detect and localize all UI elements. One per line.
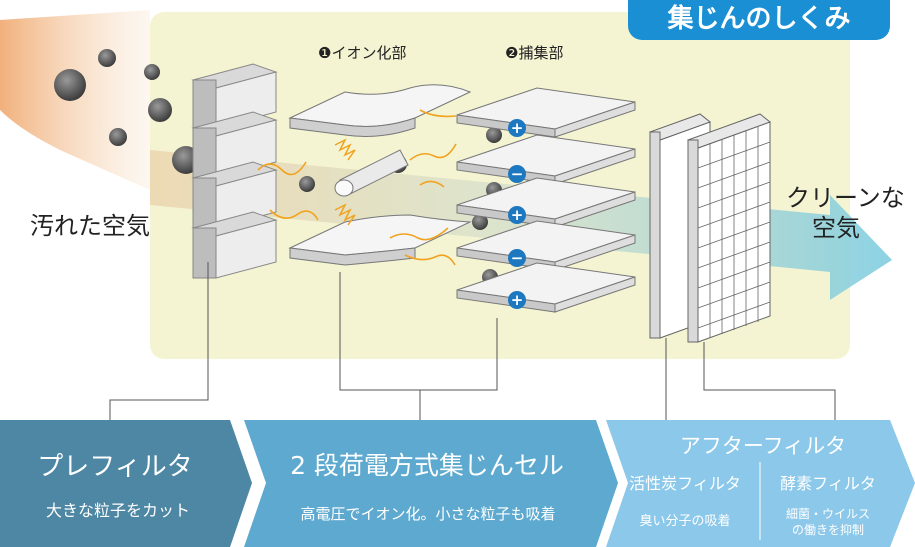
polarity-signs: + − + − + <box>508 119 526 309</box>
pre-filter <box>191 63 278 279</box>
leader-lines <box>109 262 836 422</box>
particle-path-arrows <box>257 109 457 266</box>
enzyme-filter-description-line2: の働きを抑制 <box>791 523 864 537</box>
plus-sign-icon: + <box>508 206 526 224</box>
svg-text:+: + <box>511 291 524 309</box>
pre-filter-block <box>191 111 278 179</box>
ionization-section <box>288 84 472 266</box>
clean-air-label-line2: 空気 <box>812 214 860 242</box>
carbon-filter-description: 臭い分子の吸着 <box>639 514 731 529</box>
svg-text:+: + <box>511 206 524 224</box>
collection-plate <box>456 262 636 313</box>
pre-filter-block <box>191 63 278 129</box>
collection-plate <box>456 87 636 138</box>
collection-stage-label: ❷捕集部 <box>505 44 564 62</box>
step-banner-collector-cell <box>244 420 618 547</box>
pre-filter-block <box>191 211 278 279</box>
enzyme-filter-block <box>686 113 772 343</box>
svg-text:+: + <box>511 119 524 137</box>
particle-path-arrow <box>404 254 456 266</box>
ionizer-wire <box>334 149 409 197</box>
plus-sign-icon: + <box>508 291 526 309</box>
minus-sign-icon: − <box>508 249 526 267</box>
ionization-stage-label: ❶イオン化部 <box>318 44 407 62</box>
prefilter-description: 大きな粒子をカット <box>45 501 190 520</box>
svg-text:−: − <box>511 165 524 183</box>
particle-path-arrow <box>389 227 449 241</box>
collector-cell-description: 高電圧でイオン化。小さな粒子も吸着 <box>300 505 556 523</box>
minus-sign-icon: − <box>508 165 526 183</box>
collector-cell-title: 2 段荷電方式集じんセル <box>290 451 564 480</box>
dust-particle <box>144 64 160 80</box>
particle-path-arrow <box>419 180 445 188</box>
dust-particle <box>486 127 502 143</box>
spark-icon <box>334 203 356 226</box>
leader-line <box>109 262 209 422</box>
carbon-filter-name: 活性炭フィルタ <box>629 474 741 493</box>
collection-plate <box>456 220 636 271</box>
particle-path-arrow <box>257 161 307 176</box>
step-banner-prefilter <box>0 420 252 547</box>
particle-path-arrow <box>419 109 457 118</box>
collection-plates <box>456 87 636 313</box>
dust-particle <box>109 128 127 146</box>
dust-particle <box>299 176 315 192</box>
diagram-title: 集じんのしくみ <box>628 0 890 40</box>
dust-particle <box>148 98 172 122</box>
dust-particle <box>98 49 116 67</box>
pre-filter-block <box>191 161 278 229</box>
enzyme-filter-description-line1: 細菌・ウイルス <box>785 507 870 521</box>
leader-line <box>339 272 498 391</box>
after-filter <box>648 113 772 343</box>
enzyme-filter-name: 酵素フィルタ <box>780 474 876 493</box>
collection-plate <box>456 134 636 185</box>
leader-line <box>703 342 836 422</box>
prefilter-title: プレフィルタ <box>37 452 193 482</box>
particle-path-arrow <box>269 209 319 221</box>
afterfilter-title: アフターフィルタ <box>679 434 847 458</box>
spark-icon <box>334 138 356 161</box>
particle-path-arrow <box>409 143 457 161</box>
plus-sign-icon: + <box>508 119 526 137</box>
dust-particle <box>472 214 488 230</box>
dirty-air-label: 汚れた空気 <box>30 212 150 240</box>
clean-air-label-line1: クリーンな <box>786 184 905 212</box>
svg-text:−: − <box>511 249 524 267</box>
dust-particle <box>54 69 86 101</box>
collection-plate <box>456 177 636 228</box>
